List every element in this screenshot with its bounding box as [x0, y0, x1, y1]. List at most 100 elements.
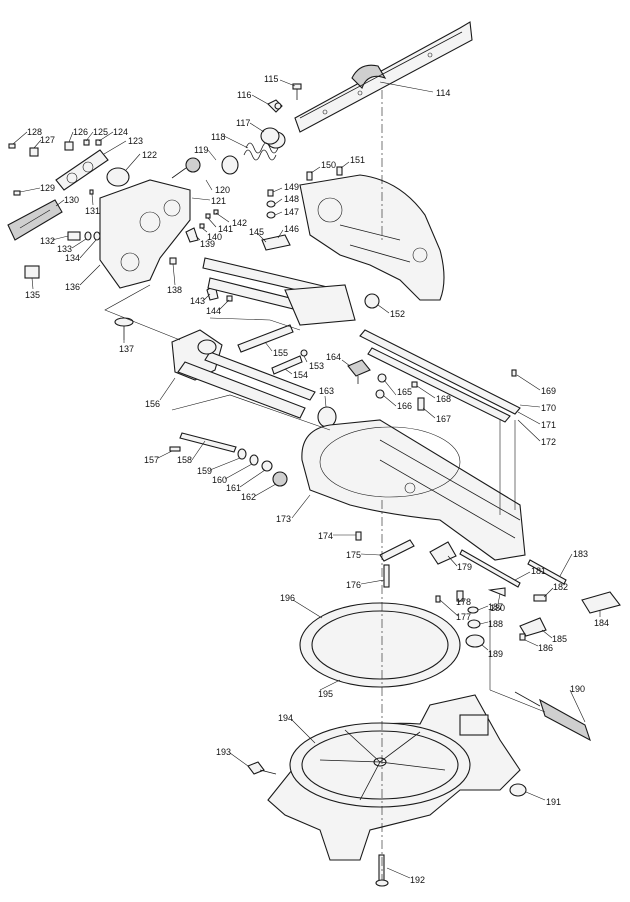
callout-174: 174	[318, 531, 333, 541]
callout-187: 187	[488, 602, 503, 612]
part-174-screw	[355, 531, 362, 541]
callout-195: 195	[318, 689, 333, 699]
callout-150: 150	[321, 160, 336, 170]
part-117-collar	[260, 127, 286, 149]
part-139-lever	[185, 227, 199, 243]
callout-114: 114	[436, 88, 450, 98]
callout-labels: 114 115 116 117 118 119 120 121 122 123 …	[25, 74, 609, 885]
callout-196: 196	[280, 593, 295, 603]
part-arm-housing	[299, 174, 445, 301]
callout-147: 147	[284, 207, 299, 217]
callout-119: 119	[194, 145, 208, 155]
callout-172: 172	[541, 437, 556, 447]
callout-123: 123	[128, 136, 143, 146]
callout-121: 121	[211, 196, 226, 206]
part-179-lever	[429, 541, 457, 565]
part-167-pin	[417, 397, 425, 411]
callout-129: 129	[40, 183, 55, 193]
callout-116: 116	[237, 90, 251, 100]
part-150-screw	[306, 171, 313, 181]
callout-146: 146	[284, 224, 299, 234]
part-142-screw	[213, 209, 219, 215]
callout-130: 130	[64, 195, 79, 205]
part-182-spring	[533, 594, 547, 602]
callout-188: 188	[488, 619, 503, 629]
callout-181: 181	[531, 566, 546, 576]
part-159-washer	[237, 448, 247, 460]
callout-135: 135	[25, 290, 40, 300]
part-192-bolt	[375, 854, 389, 887]
part-137-pin	[114, 317, 134, 340]
part-175-plate	[379, 539, 415, 562]
callout-161: 161	[226, 483, 241, 493]
callout-191: 191	[546, 797, 561, 807]
part-176-bolt	[383, 564, 390, 588]
part-183-rod	[527, 559, 567, 585]
callout-193: 193	[216, 747, 231, 757]
part-149-screw	[267, 189, 274, 197]
callout-127: 127	[40, 135, 55, 145]
callout-175: 175	[346, 550, 361, 560]
part-191-nut	[509, 783, 527, 797]
part-132-sleeve	[67, 231, 81, 241]
part-135-bush	[24, 265, 40, 279]
part-141-screw	[205, 213, 211, 219]
callout-190: 190	[570, 684, 585, 694]
callout-156: 156	[145, 399, 160, 409]
callout-120: 120	[215, 185, 230, 195]
callout-140: 140	[207, 232, 222, 242]
callout-163: 163	[319, 386, 334, 396]
callout-166: 166	[397, 401, 412, 411]
part-160-washer	[249, 454, 259, 466]
part-131-pin	[89, 189, 94, 195]
callout-157: 157	[144, 455, 159, 465]
part-138-screw	[169, 257, 177, 265]
callout-189: 189	[488, 649, 503, 659]
callout-139: 139	[200, 239, 215, 249]
callout-194: 194	[278, 713, 293, 723]
callout-115: 115	[264, 74, 278, 84]
callout-122: 122	[142, 150, 157, 160]
part-140-screw	[199, 223, 205, 229]
part-129-screw	[13, 190, 21, 196]
part-122-ring	[106, 167, 130, 187]
part-152-ball	[364, 293, 380, 309]
part-177-pin	[435, 595, 441, 603]
callout-186: 186	[538, 643, 553, 653]
callout-136: 136	[65, 282, 80, 292]
callout-141: 141	[218, 224, 233, 234]
callout-184: 184	[594, 618, 609, 628]
callout-158: 158	[177, 455, 192, 465]
part-185-lever	[519, 617, 547, 637]
part-126-clip	[64, 141, 74, 151]
part-124-screw	[95, 139, 102, 146]
callout-132: 132	[40, 236, 55, 246]
callout-162: 162	[241, 492, 256, 502]
part-128-screw	[8, 143, 16, 149]
callout-137: 137	[119, 344, 134, 354]
part-162-nut	[272, 471, 288, 487]
callout-171: 171	[541, 420, 556, 430]
callout-154: 154	[293, 370, 308, 380]
callout-167: 167	[436, 414, 451, 424]
part-157-key	[169, 446, 181, 452]
callout-149: 149	[284, 182, 299, 192]
part-189-foot	[465, 634, 485, 648]
part-133-washer	[84, 231, 92, 241]
part-194-base	[267, 694, 521, 861]
part-127-clip	[29, 147, 39, 157]
callout-128: 128	[27, 127, 42, 137]
callout-180: 180	[490, 603, 505, 613]
callout-138: 138	[167, 285, 182, 295]
part-190-handle	[514, 691, 591, 742]
part-166-washer	[375, 389, 385, 399]
callout-143: 143	[190, 296, 205, 306]
part-147-nut	[266, 211, 276, 219]
callout-142: 142	[232, 218, 247, 228]
callout-151: 151	[350, 155, 365, 165]
callout-185: 185	[552, 634, 567, 644]
leader-lines	[12, 79, 601, 879]
callout-125: 125	[93, 127, 108, 137]
part-118-spring	[243, 142, 279, 161]
part-161-washer	[261, 460, 273, 472]
